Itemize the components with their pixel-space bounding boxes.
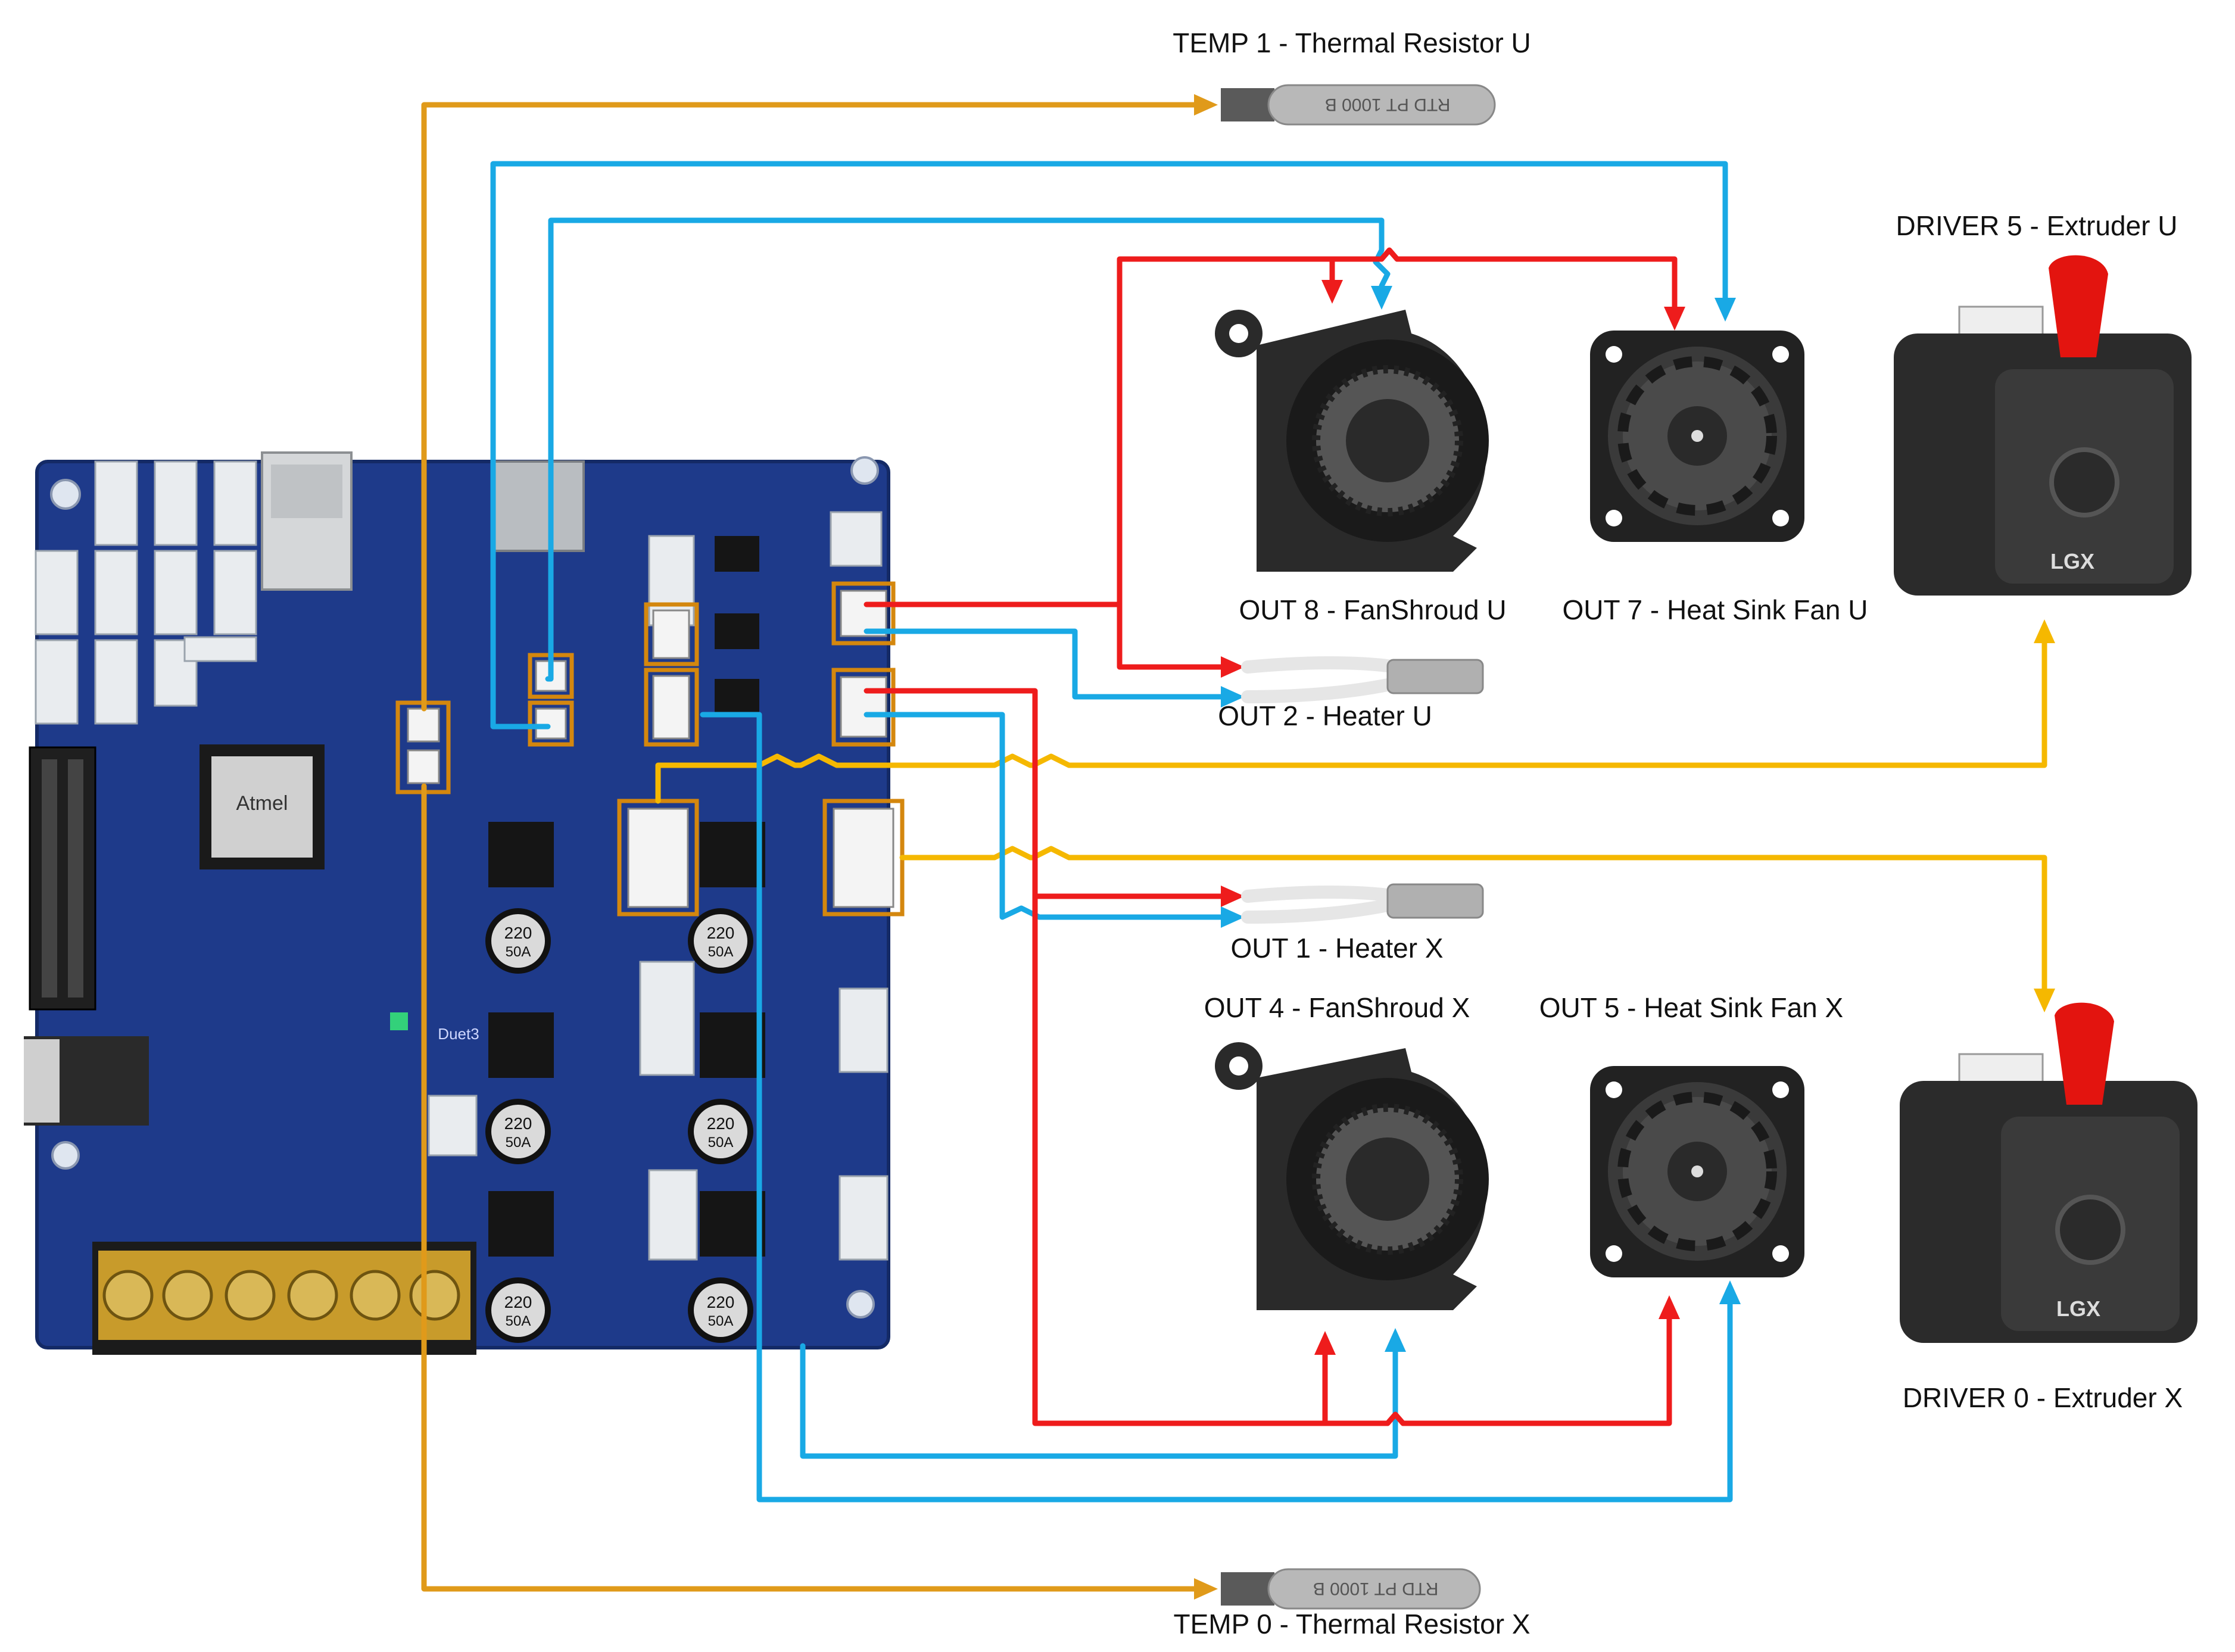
label-out2: OUT 2 - Heater U	[1218, 700, 1432, 731]
ribbon-header	[29, 746, 96, 1011]
wire-out4-pos	[1032, 893, 1672, 1426]
blower-fan-u	[1215, 310, 1489, 572]
status-led-icon	[390, 1012, 408, 1030]
mcu-chip-label: Atmel	[236, 792, 288, 815]
capacitor-sub-label: 50A	[708, 1134, 734, 1151]
capacitor-group: 220 220 220 220 220 220 50A 50A 50A 50A …	[485, 908, 753, 1343]
mainboard: Atmel 220 220 220 220 220 220 50A	[24, 451, 905, 1355]
wire-temp0	[421, 783, 1200, 1592]
wire-out1-neg	[864, 712, 1230, 920]
mount-hole-icon	[51, 1141, 80, 1170]
wire-temp1	[421, 102, 1200, 712]
wire-out8-neg	[545, 217, 1391, 682]
thermistor-u-text: RTD PT 1000 B	[1325, 95, 1451, 114]
heater-cartridge-icon	[1386, 883, 1484, 919]
capacitor-label: 220	[707, 1114, 735, 1133]
label-driver0: DRIVER 0 - Extruder X	[1902, 1382, 2183, 1413]
mount-hole-icon	[846, 1290, 875, 1319]
thermistor-x-text: RTD PT 1000 B	[1313, 1579, 1439, 1598]
wire-heaterU-pos	[1117, 601, 1230, 670]
capacitor-sub-label: 50A	[708, 1313, 734, 1329]
extruder-u-logo: LGX	[2050, 549, 2094, 573]
label-out1: OUT 1 - Heater X	[1230, 933, 1444, 964]
capacitor-label: 220	[707, 1293, 735, 1311]
thermistor-u: RTD PT 1000 B	[1221, 84, 1496, 126]
mount-hole-icon	[50, 479, 81, 510]
sd-card-slot	[493, 460, 585, 552]
label-out5: OUT 5 - Heat Sink Fan X	[1539, 992, 1844, 1023]
wire-out5-neg	[700, 712, 1733, 1503]
label-temp1: TEMP 1 - Thermal Resistor U	[1173, 27, 1531, 58]
label-temp0: TEMP 0 - Thermal Resistor X	[1173, 1609, 1530, 1639]
axial-fan-u	[1590, 331, 1804, 542]
thermistor-x: RTD PT 1000 B	[1221, 1568, 1481, 1610]
wire-out4-neg	[800, 1343, 1398, 1459]
heater-u	[1241, 656, 1484, 703]
label-out7: OUT 7 - Heat Sink Fan U	[1562, 594, 1868, 625]
extruder-lever	[2049, 255, 2108, 357]
extruder-x-logo: LGX	[2056, 1296, 2100, 1321]
capacitor-label: 220	[504, 1293, 532, 1311]
wire-out2-pos	[864, 247, 1678, 607]
capacitor-sub-label: 50A	[506, 944, 531, 960]
label-out8: OUT 8 - FanShroud U	[1239, 594, 1507, 625]
wire-driver0	[899, 846, 2047, 995]
heater-x	[1241, 883, 1484, 924]
wires	[421, 94, 2055, 1600]
thermistor-icon	[1267, 84, 1496, 126]
capacitor-label: 220	[707, 924, 735, 942]
thermistor-icon	[1267, 1568, 1481, 1610]
wire-out7-neg	[490, 161, 1728, 730]
capacitor-sub-label: 50A	[506, 1134, 531, 1151]
capacitor-sub-label: 50A	[506, 1313, 531, 1329]
capacitor-label: 220	[504, 924, 532, 942]
wire-driver5	[655, 637, 2047, 804]
board-legend: Duet3	[438, 1025, 479, 1043]
label-out4: OUT 4 - FanShroud X	[1204, 992, 1470, 1023]
capacitor-sub-label: 50A	[708, 944, 734, 960]
wire-out2-neg	[864, 628, 1230, 700]
extruder-lever	[2055, 1002, 2114, 1105]
mount-hole-icon	[850, 456, 879, 485]
blower-fan-x	[1215, 1042, 1489, 1310]
wire-out1-pos	[864, 688, 1230, 899]
label-driver5: DRIVER 5 - Extruder U	[1896, 210, 2178, 241]
extruder-u: LGX	[1894, 255, 2192, 596]
heater-cartridge-icon	[1386, 659, 1484, 694]
extruder-x: LGX	[1900, 1002, 2197, 1343]
axial-fan-x	[1590, 1066, 1804, 1277]
capacitor-label: 220	[504, 1114, 532, 1133]
